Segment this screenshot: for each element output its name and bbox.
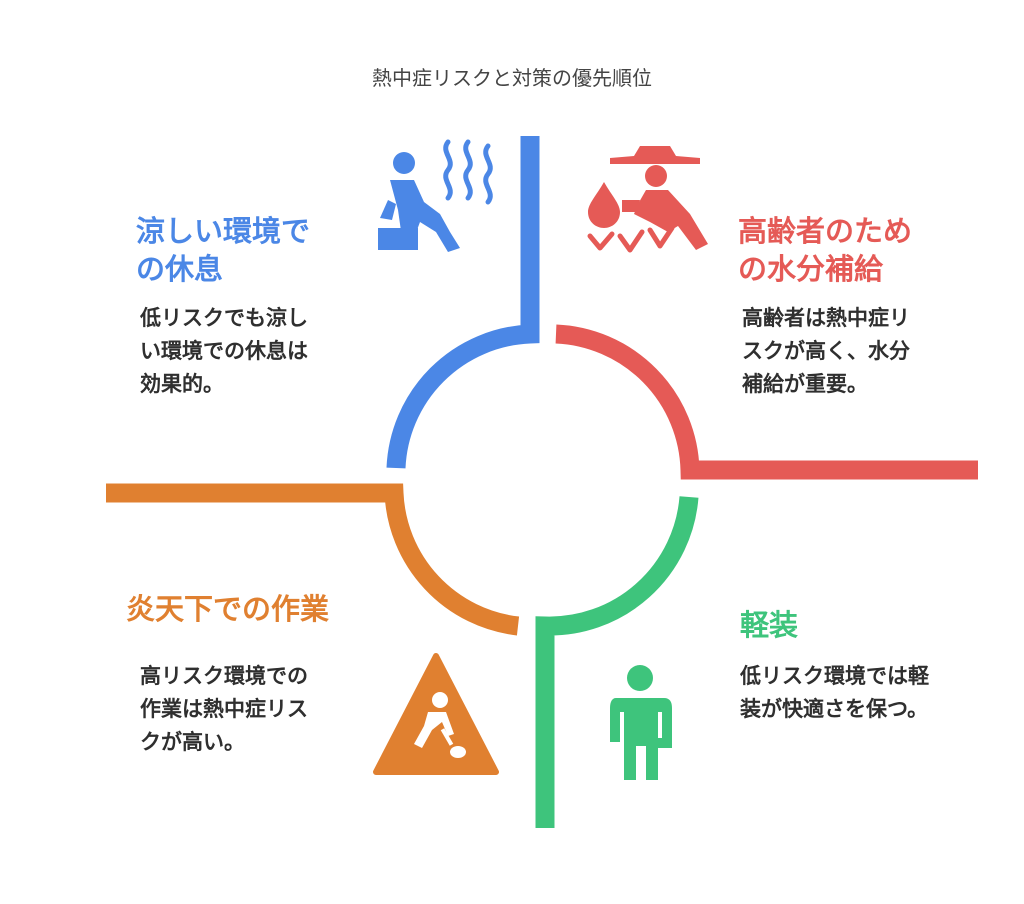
heading-bottom-right: 軽装 <box>740 606 798 644</box>
orange-connector-line <box>106 483 520 636</box>
body-line: 補給が重要。 <box>742 372 868 396</box>
heading-line: 高齢者のため <box>738 214 913 248</box>
person-resting-heat-waves-icon <box>378 139 493 252</box>
person-watering-plants-icon <box>587 146 708 253</box>
body-line: 低リスクでも涼し <box>140 306 308 330</box>
body-line: 低リスク環境では軽 <box>740 664 929 688</box>
heading-line: 軽装 <box>740 608 799 642</box>
heading-top-right: 高齢者のため の水分補給 <box>738 212 912 288</box>
heading-top-left: 涼しい環境で の休息 <box>136 212 310 288</box>
heading-line: 涼しい環境で <box>136 214 311 248</box>
construction-worker-warning-icon <box>373 653 499 775</box>
body-line: 高齢者は熱中症リ <box>742 306 910 330</box>
body-line: 作業は熱中症リス <box>140 697 308 721</box>
standing-person-icon <box>610 665 672 780</box>
body-line: 装が快適さを保つ。 <box>740 697 929 721</box>
heading-line: 炎天下での作業 <box>126 592 330 626</box>
body-top-left: 低リスクでも涼し い環境での休息は 効果的。 <box>140 302 308 401</box>
body-line: 高リスク環境での <box>140 664 308 688</box>
body-line: 効果的。 <box>140 372 224 396</box>
body-bottom-right: 低リスク環境では軽 装が快適さを保つ。 <box>740 660 929 726</box>
heading-bottom-left: 炎天下での作業 <box>126 590 329 628</box>
heading-line: の水分補給 <box>738 252 884 286</box>
body-line: い環境での休息は <box>140 339 308 363</box>
heading-line: の休息 <box>136 252 224 286</box>
page-title: 熱中症リスクと対策の優先順位 <box>372 66 652 90</box>
body-line: クが高い。 <box>140 730 245 754</box>
body-bottom-left: 高リスク環境での 作業は熱中症リス クが高い。 <box>140 660 308 759</box>
green-connector-line <box>535 496 699 828</box>
body-top-right: 高齢者は熱中症リ スクが高く、水分 補給が重要。 <box>742 302 910 401</box>
blue-connector-line <box>386 136 540 469</box>
red-connector-line <box>555 324 978 480</box>
body-line: スクが高く、水分 <box>742 339 910 363</box>
